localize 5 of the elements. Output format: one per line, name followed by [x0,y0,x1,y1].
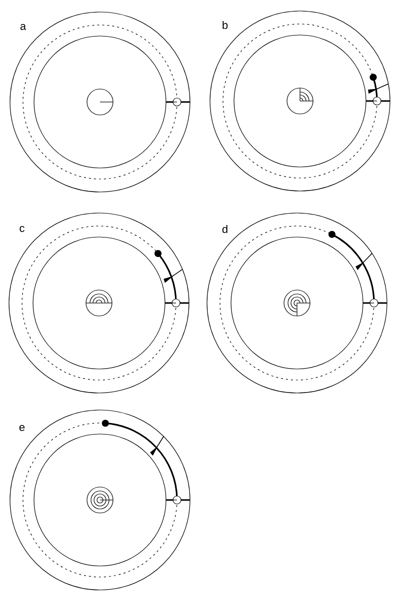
panel-label: d [222,224,228,234]
panel-label: b [222,20,228,30]
panel-label: c [20,226,24,232]
panel-label: a [20,24,26,30]
panel-label: e [19,425,25,432]
